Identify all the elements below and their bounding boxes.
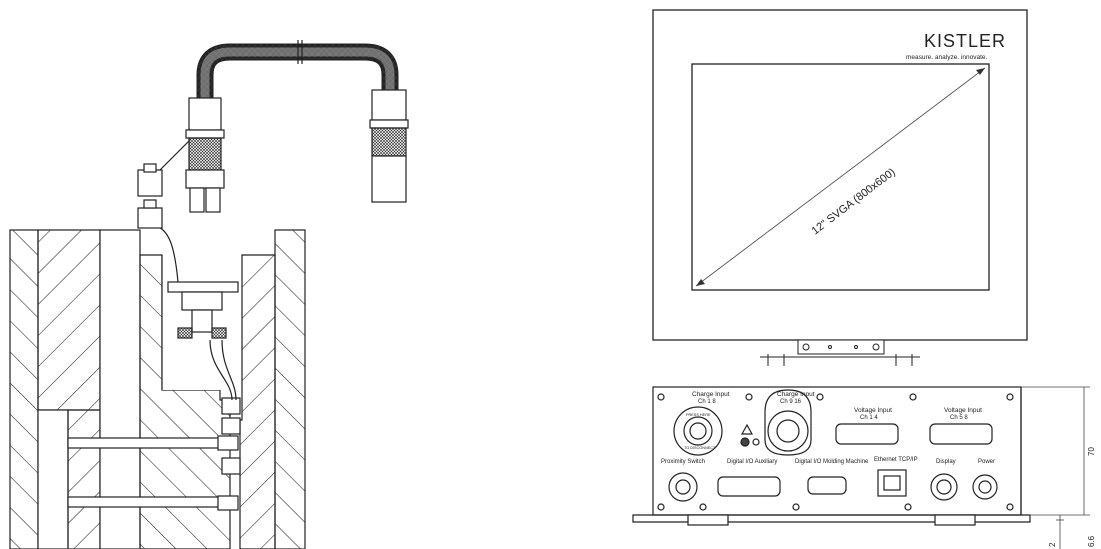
- voltage-input-1-ch: Ch 1 4: [860, 415, 878, 421]
- voltage-input-2-ch: Ch 5 8: [950, 415, 968, 421]
- voltage-input-2-label: Voltage Input: [944, 407, 982, 414]
- digital-io-aux-label: Digital I/O Auxiliary: [727, 459, 777, 465]
- cable-connector-right: [371, 89, 407, 121]
- dimension-annotations: [1021, 386, 1090, 549]
- voltage-input-1-label: Voltage Input: [854, 407, 892, 414]
- ejector-rod-lower: [67, 496, 234, 508]
- dimension-small-1: 2: [1048, 542, 1057, 547]
- monitor-front-view: 12" SVGA (800x600) KISTLER measure. anal…: [652, 9, 1028, 366]
- reset-button[interactable]: [740, 437, 750, 447]
- warning-icon: [740, 423, 754, 435]
- charge-input-1-press-text: PRESS HERE: [686, 413, 711, 417]
- dimension-small-2: 6.6: [1087, 535, 1096, 547]
- dimension-height: 70: [1087, 447, 1096, 456]
- extension-cable: [185, 40, 409, 213]
- mold-wall-left-inner: [37, 229, 101, 411]
- mold-wall-right-outer: [274, 229, 306, 549]
- ejector-channel: [37, 409, 69, 549]
- digital-io-molding-port[interactable]: [807, 476, 847, 495]
- charge-input-1-disconnect-text: TO DISCONNECT: [684, 446, 716, 450]
- digital-io-molding-label: Digital I/O Molding Machine: [795, 459, 869, 465]
- proximity-switch-label: Proximity Switch: [661, 459, 705, 465]
- charge-input-1-ch: Ch 1 8: [698, 399, 716, 405]
- brand-logo: KISTLER: [924, 31, 1006, 51]
- monitor-stand-bracket: [797, 339, 885, 355]
- digital-io-aux-port[interactable]: [717, 476, 781, 497]
- charge-input-1-label: Charge Input: [692, 391, 730, 398]
- voltage-input-2-port[interactable]: [929, 423, 993, 445]
- mold-section-drawing: [9, 139, 306, 549]
- cable-connector-left: [188, 97, 222, 131]
- rear-panel-view: Charge Input Ch 1 8 PRESS HERE TO DISCON…: [632, 386, 1031, 526]
- charge-input-2-ch: Ch 9 16: [780, 399, 802, 405]
- ejector-rod-upper: [67, 437, 234, 449]
- mold-wall-left-outer: [9, 229, 39, 549]
- ethernet-label: Ethernet TCP/IP: [874, 457, 918, 463]
- power-label: Power: [978, 459, 995, 465]
- voltage-input-1-port[interactable]: [835, 423, 899, 445]
- display-port-label: Display: [936, 459, 956, 465]
- adapter-plate: [167, 281, 239, 293]
- small-connector: [137, 169, 163, 197]
- brand-tagline: measure. analyze. innovate.: [906, 54, 987, 61]
- charge-input-2-label: Charge Input: [777, 391, 815, 398]
